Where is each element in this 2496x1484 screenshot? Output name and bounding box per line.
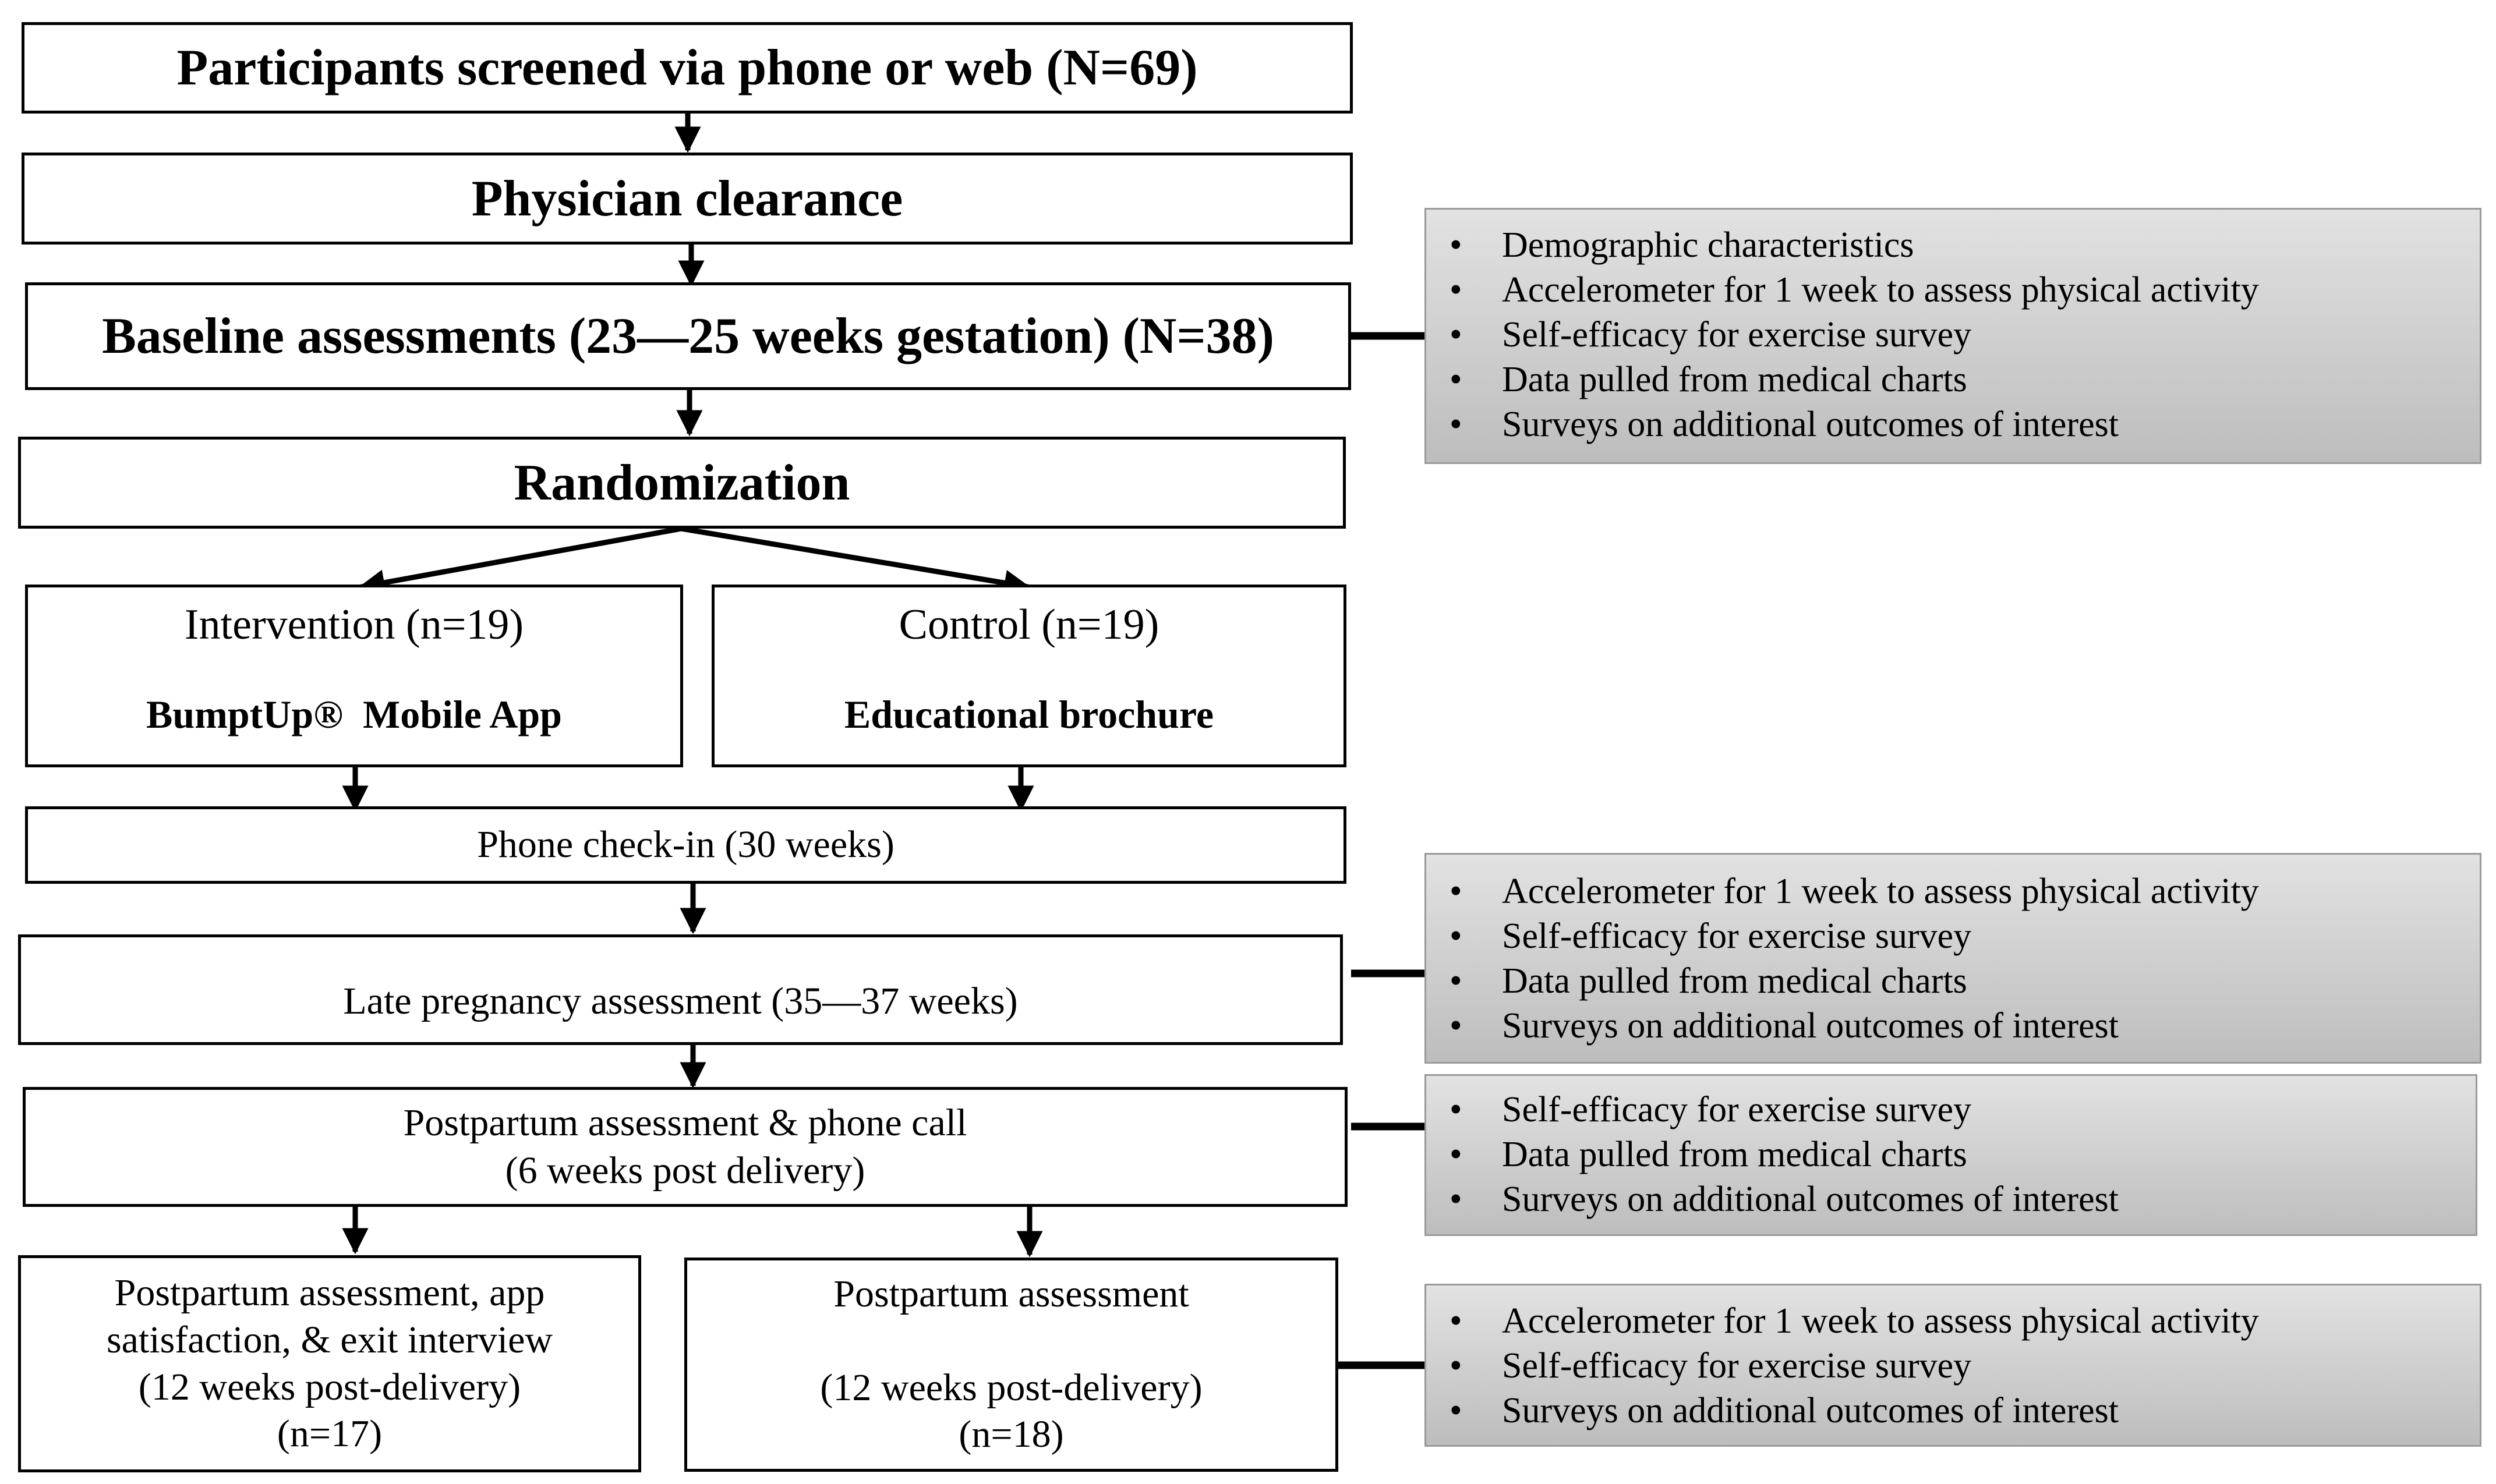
measure-item: • Self-efficacy for exercise survey (1426, 914, 2480, 959)
pp12-right-line2: (12 weeks post-delivery) (820, 1366, 1203, 1409)
postpartum6-box: Postpartum assessment & phone call (6 we… (23, 1087, 1348, 1207)
pp12-left-line2: satisfaction, & exit interview (106, 1318, 553, 1361)
measure-label: Self-efficacy for exercise survey (1502, 315, 1972, 355)
pp12-right-line3: (n=18) (959, 1413, 1064, 1456)
control-box: Control (n=19) Educational brochure (712, 585, 1346, 767)
postpartum6-line2: (6 weeks post delivery) (505, 1149, 865, 1192)
measure-label: Self-efficacy for exercise survey (1502, 1346, 1972, 1386)
measure-item: • Self-efficacy for exercise survey (1426, 313, 2480, 357)
pp12-left-line4: (n=17) (277, 1412, 383, 1455)
measure-label: Surveys on additional outcomes of intere… (1502, 405, 2119, 444)
bullet-icon: • (1449, 1090, 1462, 1129)
measure-item: • Accelerometer for 1 week to assess phys… (1426, 268, 2480, 313)
bullet-icon: • (1449, 1301, 1462, 1341)
measure-item: • Data pulled from medical charts (1426, 1132, 2476, 1177)
measure-item: • Data pulled from medical charts (1426, 959, 2480, 1004)
pp12-left-line3: (12 weeks post-delivery) (138, 1365, 521, 1408)
baseline-label: Baseline assessments (23—25 weeks gestat… (102, 308, 1274, 364)
measure-item: • Self-efficacy for exercise survey (1426, 1344, 2480, 1389)
measure-label: Accelerometer for 1 week to assess physi… (1502, 872, 2259, 911)
measure-label: Accelerometer for 1 week to assess physi… (1502, 270, 2259, 310)
pp12-left-line1: Postpartum assessment, app (114, 1272, 545, 1315)
randomization-label: Randomization (514, 454, 850, 511)
baseline-box: Baseline assessments (23—25 weeks gestat… (25, 282, 1351, 390)
postpartum6-line1: Postpartum assessment & phone call (403, 1101, 967, 1144)
bullet-icon: • (1449, 961, 1462, 1001)
measure-label: Accelerometer for 1 week to assess physi… (1502, 1301, 2259, 1341)
measure-label: Surveys on additional outcomes of intere… (1502, 1391, 2119, 1430)
postpartum6-measures-list: • Self-efficacy for exercise survey • Data … (1426, 1088, 2476, 1222)
measure-label: Self-efficacy for exercise survey (1502, 1090, 1972, 1129)
postpartum12-right-box: Postpartum assessment (12 weeks post-del… (684, 1258, 1338, 1472)
arrow-randomization-control (681, 526, 1031, 596)
measure-item: • Self-efficacy for exercise survey (1426, 1088, 2476, 1132)
measure-label: Data pulled from medical charts (1502, 1135, 1967, 1174)
measure-item: • Surveys on additional outcomes of inter… (1426, 1389, 2480, 1433)
bullet-icon: • (1449, 1135, 1462, 1174)
screened-box: Participants screened via phone or web (… (22, 22, 1353, 114)
baseline-measures-panel: • Demographic characteristics • Acceleromet… (1424, 208, 2481, 464)
measure-label: Data pulled from medical charts (1502, 961, 1967, 1001)
checkin-box: Phone check-in (30 weeks) (25, 806, 1346, 884)
measure-item: • Data pulled from medical charts (1426, 357, 2480, 402)
checkin-label: Phone check-in (30 weeks) (477, 823, 895, 866)
postpartum12-measures-list: • Accelerometer for 1 week to assess phys… (1426, 1299, 2480, 1433)
bullet-icon: • (1449, 1391, 1462, 1430)
measure-label: Surveys on additional outcomes of intere… (1502, 1180, 2119, 1219)
baseline-measures-list: • Demographic characteristics • Acceleromet… (1426, 223, 2480, 447)
measure-item: • Demographic characteristics (1426, 223, 2480, 268)
late-measures-list: • Accelerometer for 1 week to assess phys… (1426, 869, 2480, 1049)
bullet-icon: • (1449, 315, 1462, 355)
postpartum12-measures-panel: • Accelerometer for 1 week to assess phys… (1424, 1284, 2481, 1447)
late-label: Late pregnancy assessment (35—37 weeks) (343, 979, 1018, 1022)
bullet-icon: • (1449, 270, 1462, 310)
late-measures-panel: • Accelerometer for 1 week to assess phys… (1424, 853, 2481, 1064)
measure-item: • Surveys on additional outcomes of inter… (1426, 1004, 2480, 1049)
bullet-icon: • (1449, 360, 1462, 399)
bullet-icon: • (1449, 916, 1462, 956)
clearance-box: Physician clearance (22, 153, 1353, 245)
bullet-icon: • (1449, 1006, 1462, 1046)
postpartum12-left-box: Postpartum assessment, app satisfaction,… (18, 1255, 641, 1472)
measure-label: Demographic characteristics (1502, 225, 1914, 265)
late-box: Late pregnancy assessment (35—37 weeks) (18, 934, 1343, 1045)
clearance-label: Physician clearance (471, 170, 903, 227)
screened-label: Participants screened via phone or web (… (176, 40, 1198, 96)
measure-label: Surveys on additional outcomes of intere… (1502, 1006, 2119, 1046)
control-sub: Educational brochure (844, 692, 1214, 736)
control-title: Control (n=19) (899, 601, 1159, 649)
randomization-box: Randomization (18, 437, 1346, 529)
intervention-box: Intervention (n=19) BumptUp® Mobile App (25, 585, 683, 767)
bullet-icon: • (1449, 405, 1462, 444)
measure-item: • Accelerometer for 1 week to assess phys… (1426, 1299, 2480, 1344)
bullet-icon: • (1449, 1180, 1462, 1219)
pp12-right-line1: Postpartum assessment (833, 1273, 1189, 1316)
arrow-randomization-intervention (358, 526, 682, 596)
bullet-icon: • (1449, 225, 1462, 265)
measure-item: • Accelerometer for 1 week to assess phys… (1426, 869, 2480, 914)
bullet-icon: • (1449, 1346, 1462, 1386)
postpartum6-measures-panel: • Self-efficacy for exercise survey • Data … (1424, 1074, 2477, 1236)
bullet-icon: • (1449, 872, 1462, 911)
measure-label: Data pulled from medical charts (1502, 360, 1967, 399)
measure-label: Self-efficacy for exercise survey (1502, 916, 1972, 956)
intervention-title: Intervention (n=19) (184, 601, 524, 649)
measure-item: • Surveys on additional outcomes of inter… (1426, 1177, 2476, 1222)
measure-item: • Surveys on additional outcomes of inter… (1426, 402, 2480, 447)
intervention-sub: BumptUp® Mobile App (146, 692, 562, 736)
